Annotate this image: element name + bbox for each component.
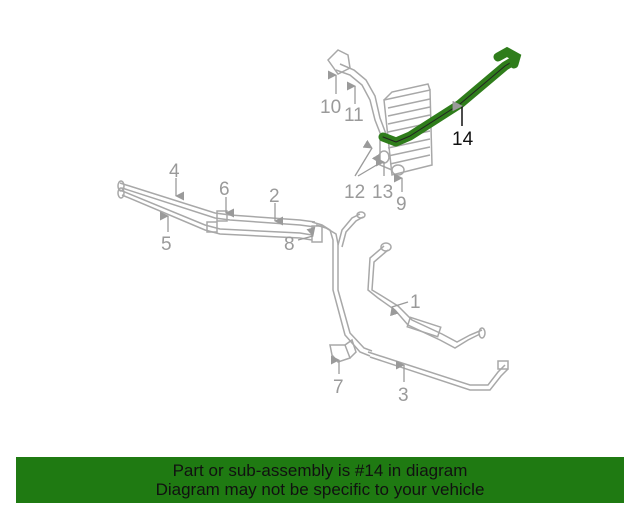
label-part-14: 14 (452, 129, 474, 150)
label-part-11: 11 (344, 105, 364, 126)
hose-14-highlighted (378, 46, 522, 147)
leader-arrows (159, 70, 409, 382)
tube-1 (367, 242, 486, 349)
parts-diagram: 4 5 6 2 8 1 7 3 10 11 12 13 9 14 (117, 46, 522, 406)
tube-4-5 (117, 180, 316, 241)
banner-line-1: Part or sub-assembly is #14 in diagram (172, 461, 468, 480)
label-part-7: 7 (333, 377, 344, 398)
label-part-12: 12 (344, 182, 365, 203)
label-part-1: 1 (410, 292, 421, 313)
label-part-13: 13 (372, 182, 393, 203)
banner-line-2: Diagram may not be specific to your vehi… (155, 480, 485, 499)
part-info-banner: Part or sub-assembly is #14 in diagram D… (16, 457, 624, 503)
label-part-3: 3 (398, 385, 409, 406)
label-part-4: 4 (169, 161, 180, 182)
label-part-2: 2 (269, 186, 280, 207)
tube-3 (367, 351, 509, 391)
label-part-6: 6 (219, 179, 230, 200)
label-part-5: 5 (161, 234, 172, 255)
label-part-10: 10 (320, 97, 341, 118)
bracket-7 (329, 338, 357, 363)
label-part-9: 9 (396, 194, 407, 215)
label-part-8: 8 (284, 234, 295, 255)
tube-2 (311, 211, 373, 357)
